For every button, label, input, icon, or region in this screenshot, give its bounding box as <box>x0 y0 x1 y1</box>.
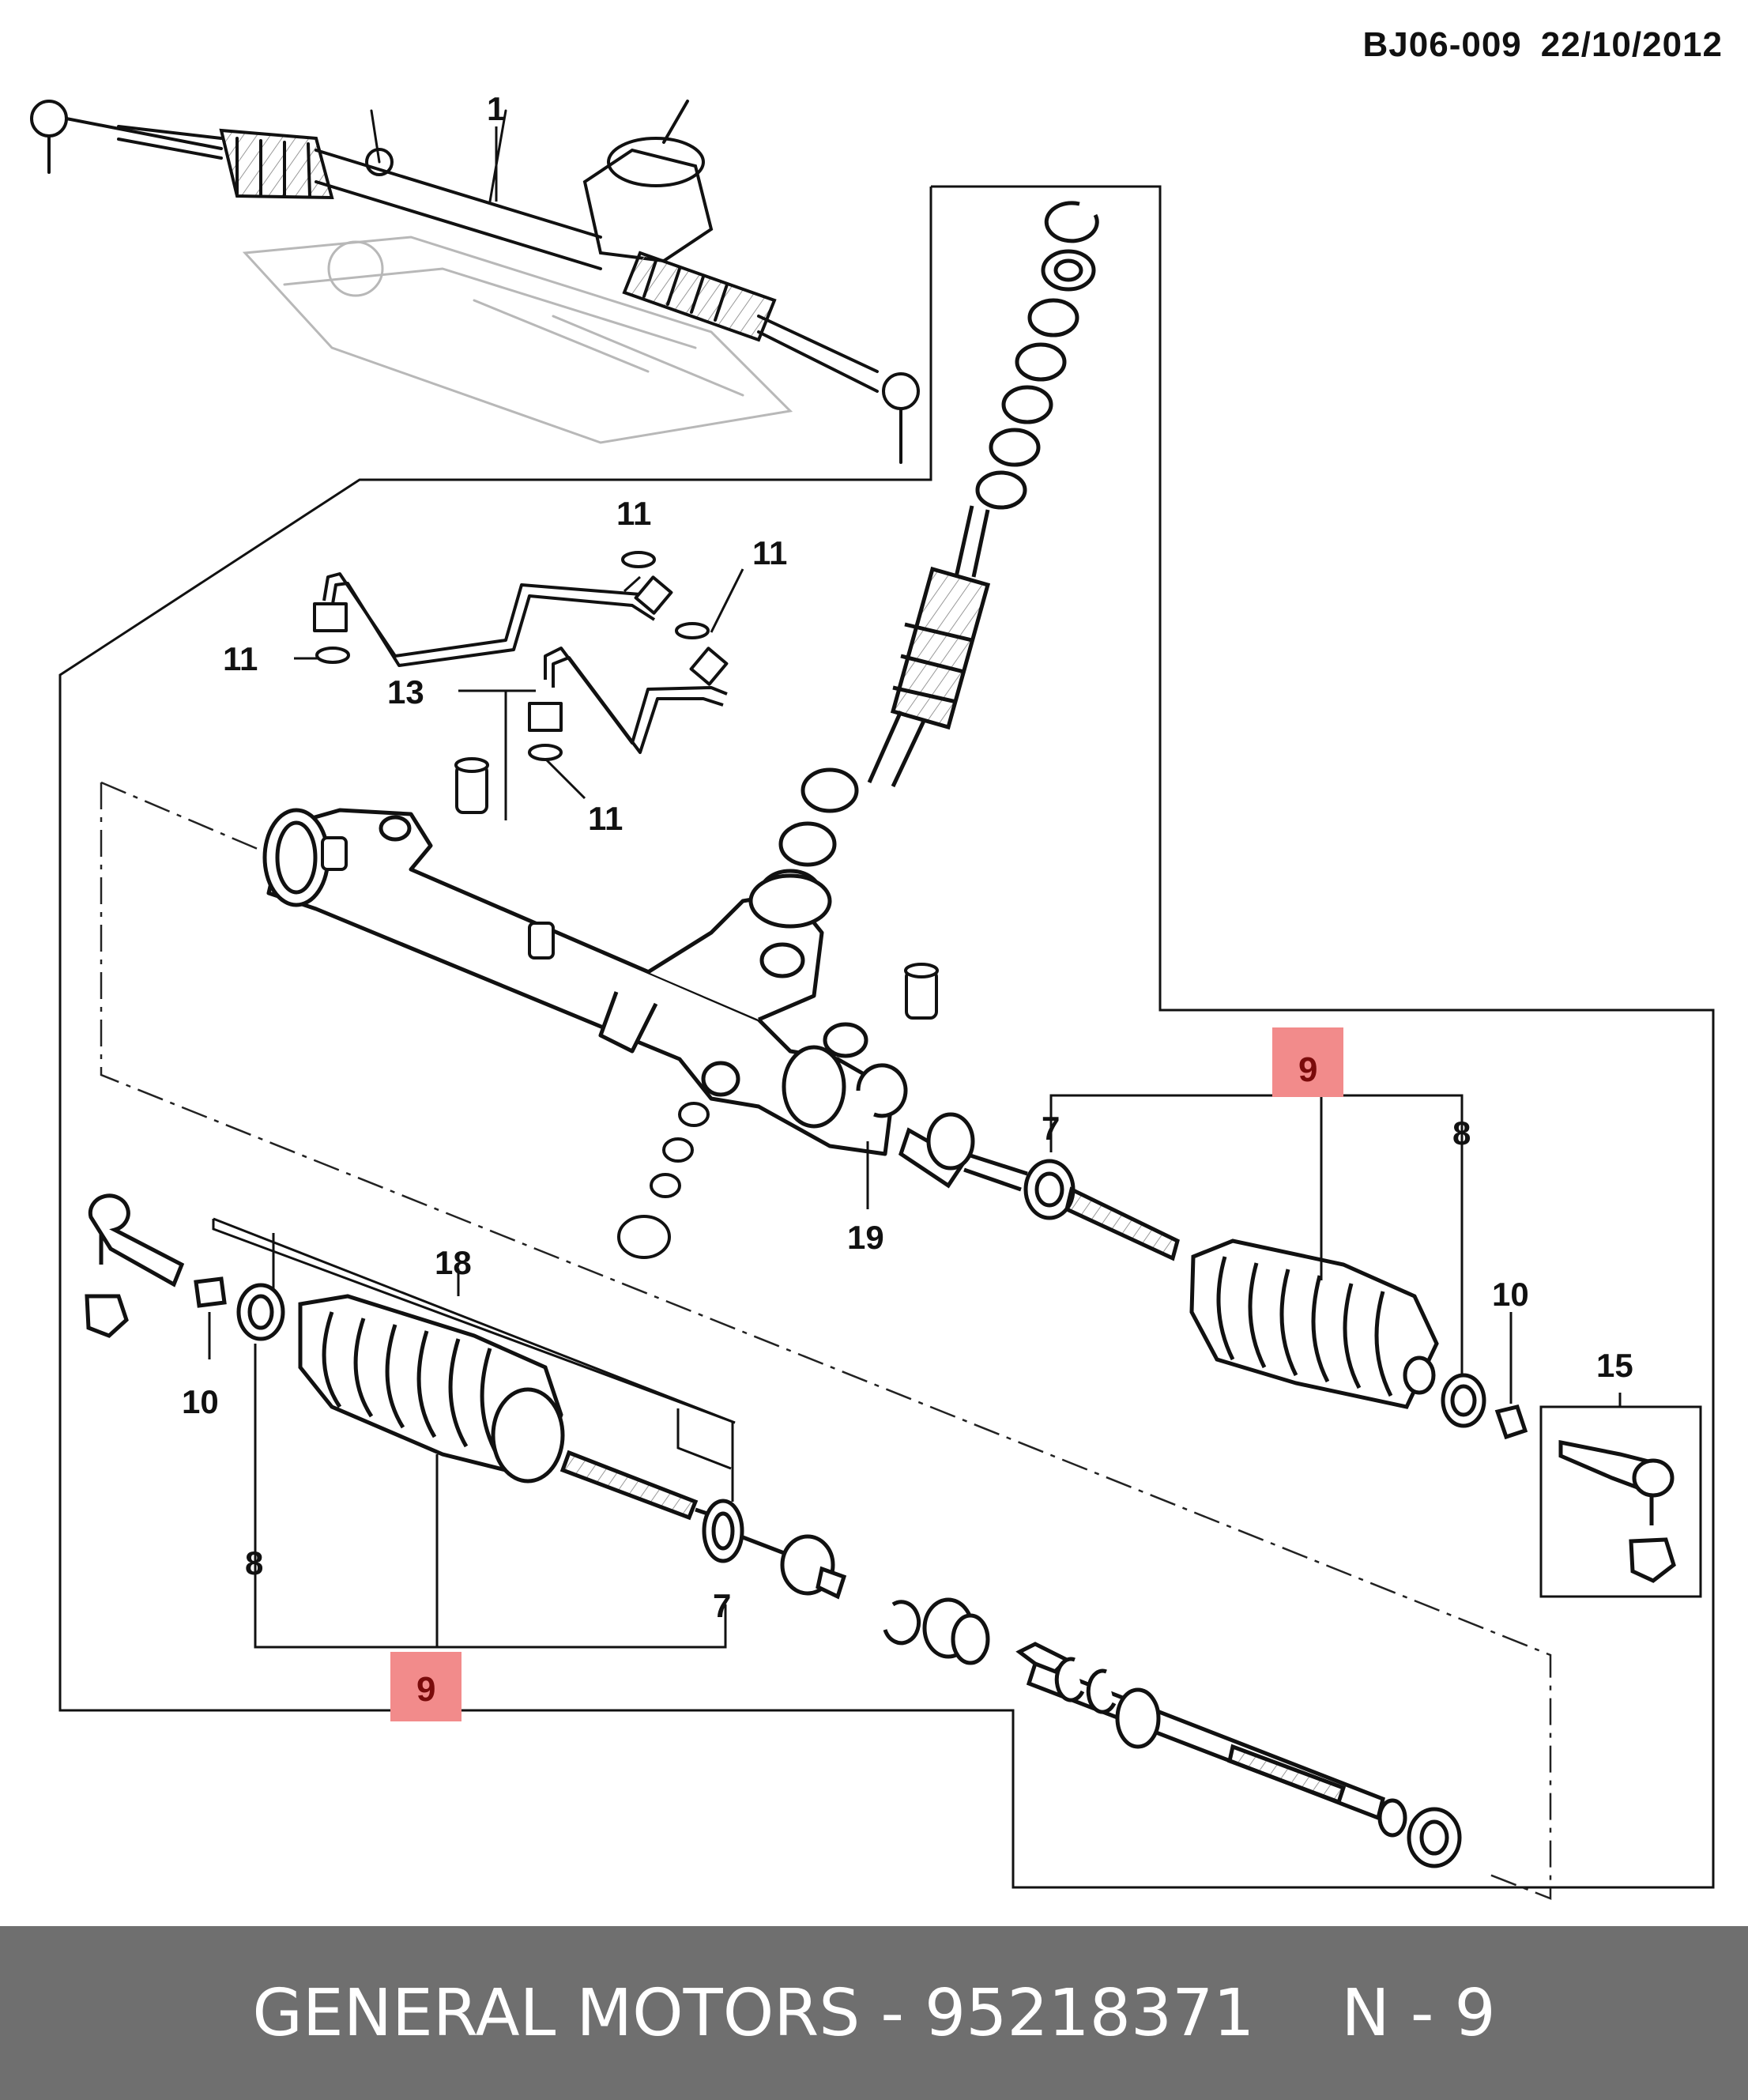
highlight-9-lower <box>390 1652 461 1721</box>
steering-gear-overview <box>30 100 920 464</box>
footer-caption: GENERAL MOTORS - 95218371 N - 9 <box>0 1926 1748 2100</box>
drawing-code: BJ06-009 <box>1362 25 1522 64</box>
left-tie-rod-group <box>85 1193 990 1665</box>
callout-10-left: 10 <box>182 1383 219 1420</box>
right-tie-rod-group <box>856 1063 1528 1440</box>
footer-brand: GENERAL MOTORS <box>252 1975 861 2051</box>
callout-19: 19 <box>847 1219 884 1256</box>
callout-9-lower: 9 <box>416 1670 435 1709</box>
rack-housing <box>262 808 895 1156</box>
housing-plane <box>100 781 1552 1900</box>
pinion-stack <box>758 201 1099 918</box>
callout-10-right: 10 <box>1492 1276 1529 1313</box>
fittings <box>321 757 939 1259</box>
callout-9-upper: 9 <box>1298 1050 1317 1089</box>
footer-separator: - <box>880 1975 904 2051</box>
bottom-rack <box>1015 1642 1462 1868</box>
callout-7-left: 7 <box>713 1587 731 1624</box>
callout-11-top: 11 <box>616 495 651 532</box>
transfer-pipes <box>313 551 729 761</box>
drawing-date: 22/10/2012 <box>1540 25 1723 64</box>
footer-ref: N - 9 <box>1341 1975 1496 2051</box>
callout-11-left: 11 <box>223 640 258 677</box>
tie-rod-end-box <box>1539 1405 1702 1598</box>
callout-labels: 1 11 11 11 13 11 19 7 8 10 15 18 10 8 7 … <box>182 90 1633 1709</box>
callout-11-lower: 11 <box>588 800 623 837</box>
callout-13: 13 <box>387 673 424 711</box>
callout-15: 15 <box>1596 1347 1633 1384</box>
callout-11-right: 11 <box>752 534 787 571</box>
callout-7-right: 7 <box>1042 1110 1060 1147</box>
leader-lines <box>208 126 1622 1649</box>
frame-outline <box>58 185 1715 1889</box>
steering-gear-exploded-diagram: 1 11 11 11 13 11 19 7 8 10 15 18 10 8 7 … <box>30 90 1715 1900</box>
footer-part-number: 95218371 <box>925 1975 1255 2051</box>
tie-rod-end-15 <box>1558 1439 1676 1583</box>
callout-18: 18 <box>435 1244 472 1281</box>
callout-8-right: 8 <box>1452 1114 1471 1152</box>
footer-bar: GENERAL MOTORS - 95218371 N - 9 <box>0 1926 1748 2100</box>
subframe-ghost <box>242 236 793 444</box>
drawing-reference: BJ06-009 22/10/2012 <box>1296 25 1723 65</box>
callout-8-left: 8 <box>245 1544 263 1582</box>
highlight-9-upper <box>1272 1027 1343 1097</box>
callout-1: 1 <box>487 90 505 127</box>
